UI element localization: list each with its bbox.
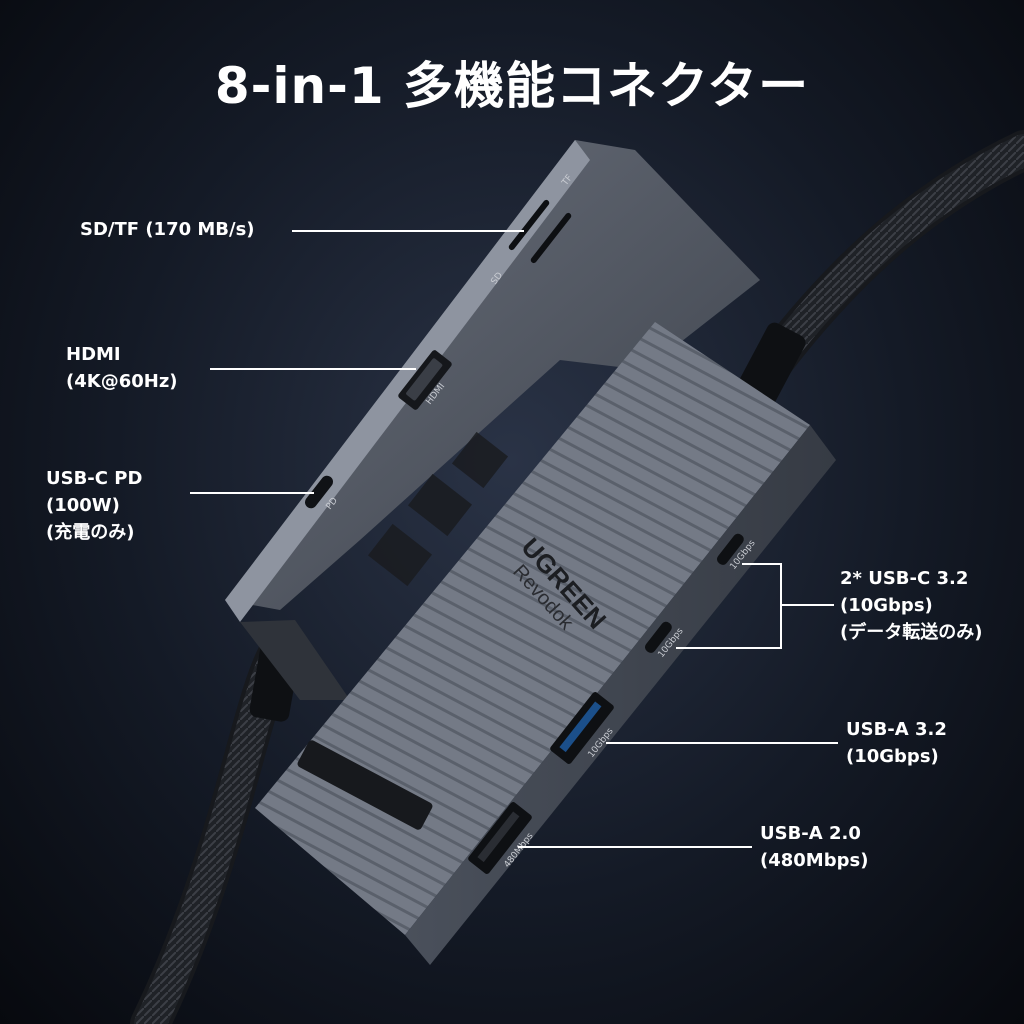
callout-usbc-pd: USB-C PD (100W) (充電のみ)	[46, 468, 143, 543]
callout-line-usbc32-connector	[782, 604, 834, 606]
callout-sdtf: SD/TF (170 MB/s)	[80, 219, 255, 240]
callout-line-sdtf	[292, 230, 524, 232]
callout-line-usba20	[518, 846, 752, 848]
usbc-port-1	[716, 533, 744, 565]
braided-cable	[130, 130, 1024, 1024]
usbc-pd-port	[304, 475, 334, 509]
callout-hdmi: HDMI (4K@60Hz)	[66, 344, 178, 392]
front-hub-body	[255, 322, 836, 965]
callout-line-usbc32-bottom	[676, 647, 782, 649]
tf-slot	[530, 212, 572, 264]
callout-line-hdmi	[210, 368, 416, 370]
rear-hub-body	[225, 140, 760, 700]
callout-line-usbc32-vertical	[780, 563, 782, 649]
callout-usba20: USB-A 2.0 (480Mbps)	[760, 823, 869, 871]
usbc-port-2	[644, 621, 672, 653]
callout-usbc32: 2* USB-C 3.2 (10Gbps) (データ転送のみ)	[840, 568, 983, 643]
hdmi-port	[398, 350, 452, 410]
sd-slot	[508, 199, 550, 251]
callout-usba32: USB-A 3.2 (10Gbps)	[846, 719, 947, 767]
callout-line-usbc32-top	[742, 563, 780, 565]
regulatory-marks	[367, 431, 509, 587]
usba20-port	[468, 802, 532, 874]
callout-line-usba32	[606, 742, 838, 744]
callout-line-usbc-pd	[190, 492, 314, 494]
usba32-port	[550, 692, 614, 764]
page-title: 8-in-1 多機能コネクター	[214, 57, 810, 115]
